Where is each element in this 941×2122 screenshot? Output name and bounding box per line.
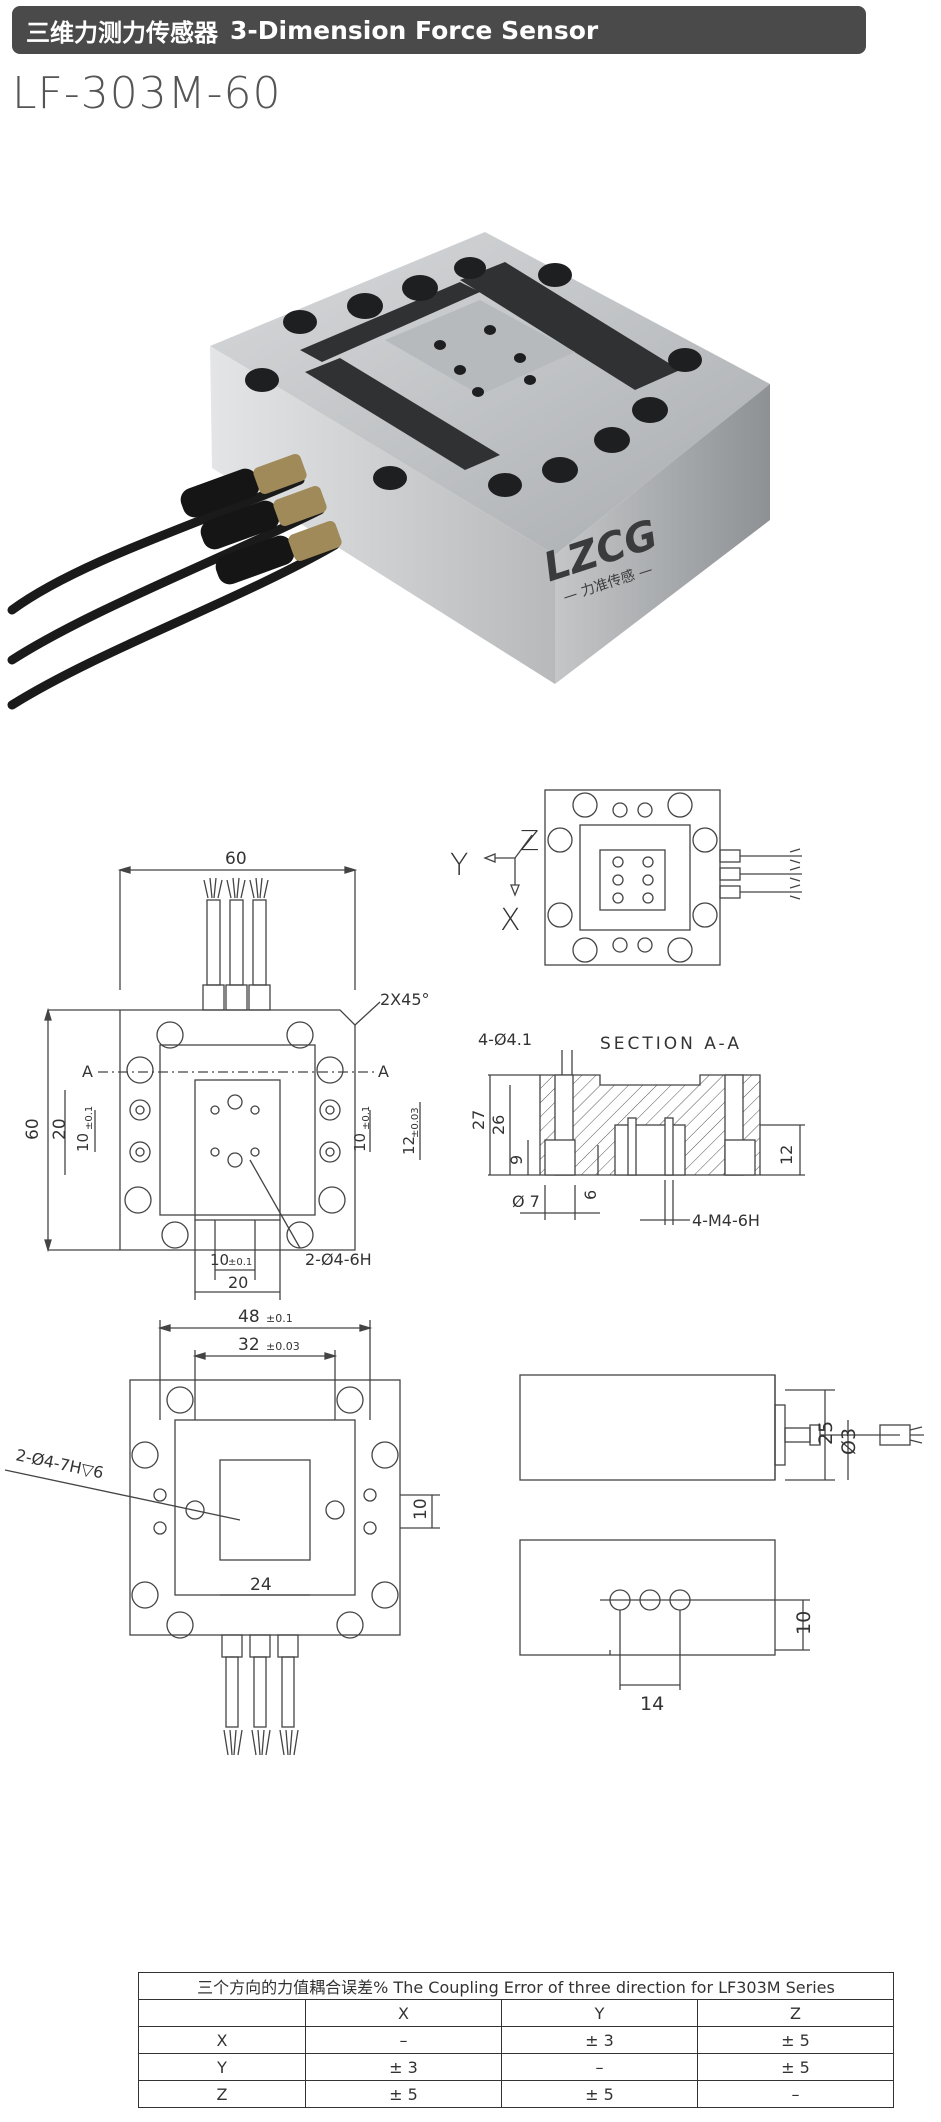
table-cell: ± 5 xyxy=(696,2053,895,2081)
dim-26: 26 xyxy=(489,1115,508,1135)
dim-20-left: 20 xyxy=(50,1118,70,1140)
table-cell: ± 5 xyxy=(696,2026,895,2054)
dim-27: 27 xyxy=(469,1110,488,1130)
table-cell: ± 3 xyxy=(305,2053,502,2081)
dim-height: 60 xyxy=(23,1118,43,1140)
table-header-row: X Y Z xyxy=(138,1999,895,2027)
model-number: LF-303M-60 xyxy=(12,68,282,119)
dim-10-right-tol: ±0.1 xyxy=(361,1106,372,1130)
dim-phi7: Ø 7 xyxy=(512,1192,540,1211)
table-cell: ± 3 xyxy=(500,2026,698,2054)
table-header: Y xyxy=(500,1999,698,2027)
dim-10-side: 10 xyxy=(793,1611,815,1635)
dim-32: 32 xyxy=(238,1335,260,1355)
axis-x-label: X xyxy=(500,903,521,938)
dim-width: 60 xyxy=(225,849,247,869)
table-cell: ± 5 xyxy=(305,2080,502,2108)
dim-10-bottom-view: 10 xyxy=(411,1498,431,1520)
cables xyxy=(7,475,340,710)
sensor-right-face xyxy=(555,384,770,684)
dim-12-section: 12 xyxy=(777,1145,796,1165)
top-view-drawing: 60 2X45° 60 A A xyxy=(23,849,430,1300)
section-view-drawing: 4-Ø4.1 SECTION A-A 27 26 9 6 12 Ø 7 4-M4… xyxy=(469,1030,805,1230)
section-mark-left: A xyxy=(82,1062,93,1081)
clover-cutouts xyxy=(124,1021,346,1249)
top-view-holes xyxy=(129,1094,341,1168)
front-view-drawing: 10 14 xyxy=(519,1539,815,1715)
cable-connectors xyxy=(180,453,342,585)
dim-14: 14 xyxy=(640,1693,664,1715)
section-hole-label: 4-Ø4.1 xyxy=(478,1030,532,1049)
dim-10-left: 10 xyxy=(74,1133,92,1152)
bottom-holes-label: 2-Ø4-7H▽6 xyxy=(14,1445,105,1482)
dim-24: 24 xyxy=(250,1575,272,1595)
side-view-drawing: 25 Ø3 xyxy=(519,1374,924,1481)
title-english: 3-Dimension Force Sensor xyxy=(230,15,599,45)
mounting-holes xyxy=(245,257,702,497)
table-cell: X xyxy=(138,2026,306,2054)
table-cell: Y xyxy=(138,2053,306,2081)
section-mark-right: A xyxy=(378,1062,389,1081)
slot-left xyxy=(300,282,480,362)
dim-32-tol: ±0.03 xyxy=(266,1340,300,1353)
table-cell: Z xyxy=(138,2080,306,2108)
sensor-left-face xyxy=(210,346,555,684)
table-header xyxy=(138,1999,306,2027)
table-cell: ± 5 xyxy=(500,2080,698,2108)
dim-48: 48 xyxy=(238,1307,260,1327)
coupling-error-table: 三个方向的力值耦合误差% The Coupling Error of three… xyxy=(138,1972,895,2108)
product-photo: LZCG — 力准传感 — xyxy=(7,232,770,710)
axis-z-label: Z xyxy=(520,824,539,857)
top-view-cables xyxy=(202,877,271,1011)
axis-y-label: Y xyxy=(450,848,468,883)
title-chinese: 三维力测力传感器 xyxy=(26,18,218,47)
dim-12: 12 xyxy=(400,1136,418,1155)
table-cell: – xyxy=(696,2080,895,2108)
table-cell: – xyxy=(305,2026,502,2054)
dim-12-tol: ±0.03 xyxy=(410,1107,421,1138)
table-row: X – ± 3 ± 5 xyxy=(138,2026,895,2054)
dim-phi3: Ø3 xyxy=(838,1428,860,1455)
dim-10-bottom: 10 xyxy=(210,1251,229,1269)
dim-10-right: 10 xyxy=(351,1133,369,1152)
bottom-view-drawing: 48 ±0.1 32 ±0.03 2-Ø4-7H▽6 10 24 xyxy=(4,1307,440,1756)
technical-drawings: 60 2X45° 60 A A xyxy=(4,789,924,1756)
dim-6: 6 xyxy=(581,1190,600,1200)
dim-10-left-tol: ±0.1 xyxy=(84,1106,95,1130)
dim-20-bottom: 20 xyxy=(228,1273,248,1292)
title-bar: 三维力测力传感器 3-Dimension Force Sensor xyxy=(12,6,866,54)
dim-10-bottom-tol: ±0.1 xyxy=(228,1257,252,1268)
thread-label: 4-M4-6H xyxy=(692,1211,760,1230)
center-plate xyxy=(385,300,575,395)
table-cell: – xyxy=(500,2053,698,2081)
dim-9: 9 xyxy=(507,1155,526,1165)
dim-25: 25 xyxy=(815,1421,837,1445)
section-title: SECTION A-A xyxy=(600,1034,742,1054)
top-holes-label: 2-Ø4-6H xyxy=(305,1250,372,1269)
slot-right xyxy=(460,262,680,390)
table-header: X xyxy=(305,1999,502,2027)
dim-48-tol: ±0.1 xyxy=(266,1312,293,1325)
table-caption: 三个方向的力值耦合误差% The Coupling Error of three… xyxy=(138,1972,894,2000)
axes-view-drawing: Y Z X xyxy=(450,789,802,966)
table-row: Y ± 3 – ± 5 xyxy=(138,2053,895,2081)
table-row: Z ± 5 ± 5 – xyxy=(138,2080,895,2108)
chamfer-label: 2X45° xyxy=(380,990,430,1009)
bottom-view-cables xyxy=(221,1634,299,1756)
slot-bottom xyxy=(305,358,500,470)
table-header: Z xyxy=(696,1999,895,2027)
